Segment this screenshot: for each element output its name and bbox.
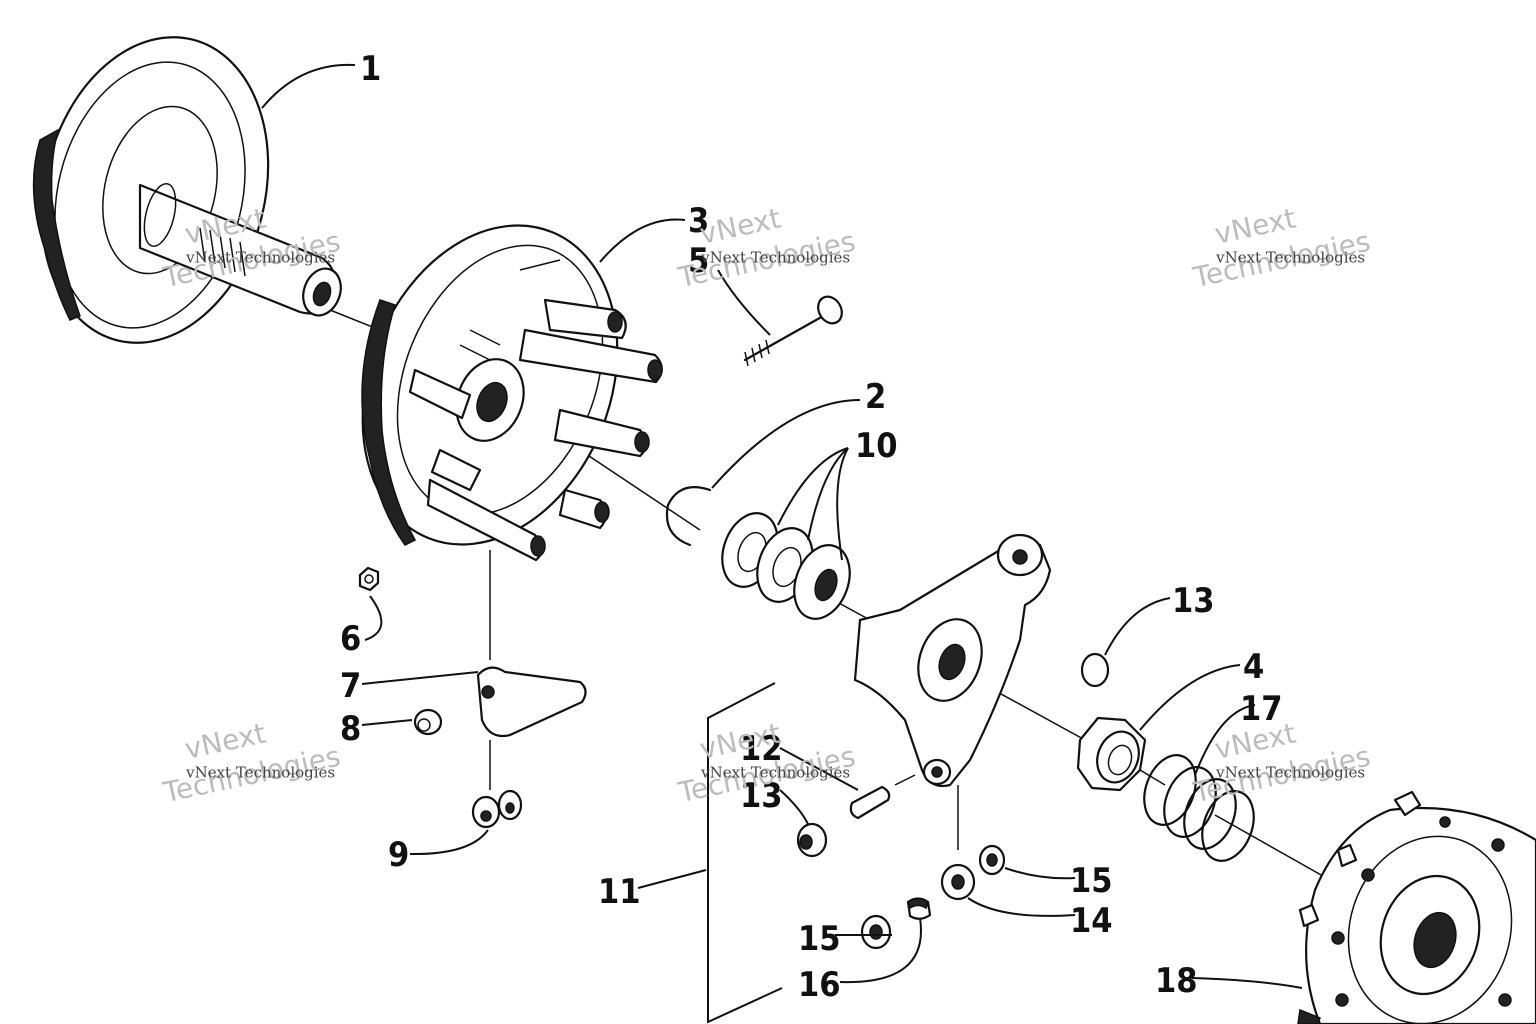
watermark-top-right: vNext Technologies vNext Technologies	[1189, 202, 1373, 295]
part-pin	[849, 785, 891, 820]
svg-text:vNext Technologies: vNext Technologies	[1215, 764, 1365, 782]
svg-text:vNext Technologies: vNext Technologies	[1215, 249, 1365, 267]
callout-18: 18	[1155, 961, 1198, 1001]
callout-labels: 1 3 5 2 10 6 7 8 9 11 12 13 13 4 17 15 1…	[340, 49, 1283, 1005]
part-spring	[1143, 754, 1255, 862]
svg-text:vNext Technologies: vNext Technologies	[185, 249, 335, 267]
svg-text:vNext Technologies: vNext Technologies	[700, 249, 850, 267]
callout-15-right: 15	[1070, 861, 1113, 901]
svg-text:vNext Technologies: vNext Technologies	[700, 764, 850, 782]
part-snap-ring	[665, 486, 712, 547]
pin-axis-line	[894, 774, 916, 786]
callout-17: 17	[1240, 689, 1283, 729]
part-washer-lower	[860, 914, 892, 950]
callout-10: 10	[855, 426, 898, 466]
callout-7: 7	[340, 666, 361, 706]
callout-11: 11	[598, 872, 641, 912]
leader-lines	[261, 63, 1303, 989]
part-roller-bushing	[906, 897, 932, 920]
watermark-bottom-left: vNext Technologies vNext Technologies	[159, 717, 343, 810]
part-washers	[721, 512, 851, 620]
callout-13-right: 13	[1172, 581, 1215, 621]
part-button-left	[796, 822, 828, 858]
callout-12: 12	[740, 729, 783, 769]
spider-group-bracket	[707, 682, 783, 1024]
callout-8: 8	[340, 709, 361, 749]
part-cover	[1297, 790, 1536, 1024]
part-hex-nut	[1076, 716, 1147, 792]
callout-2: 2	[865, 377, 886, 417]
part-bushing	[413, 708, 443, 736]
part-flyweight	[476, 666, 587, 738]
watermark-bottom-right: vNext Technologies vNext Technologies	[1189, 717, 1373, 810]
callout-1: 1	[360, 49, 381, 89]
svg-text:vNext Technologies: vNext Technologies	[185, 764, 335, 782]
callout-14: 14	[1070, 901, 1113, 941]
callout-4: 4	[1243, 647, 1264, 687]
part-spider	[853, 533, 1052, 788]
callout-6: 6	[340, 619, 361, 659]
part-nut	[358, 566, 380, 592]
part-movable-sheave	[361, 224, 663, 562]
part-bolt	[743, 295, 843, 367]
part-fixed-sheave	[32, 36, 342, 344]
callout-13-left: 13	[740, 776, 783, 816]
callout-5: 5	[688, 241, 709, 281]
callout-15-left: 15	[798, 919, 841, 959]
callout-3: 3	[688, 201, 709, 241]
callout-16: 16	[798, 965, 841, 1005]
callout-9: 9	[388, 835, 409, 875]
part-washer-upper	[978, 844, 1006, 876]
part-small-washers	[471, 789, 523, 829]
part-button-right	[1080, 652, 1110, 688]
part-roller	[940, 863, 976, 901]
